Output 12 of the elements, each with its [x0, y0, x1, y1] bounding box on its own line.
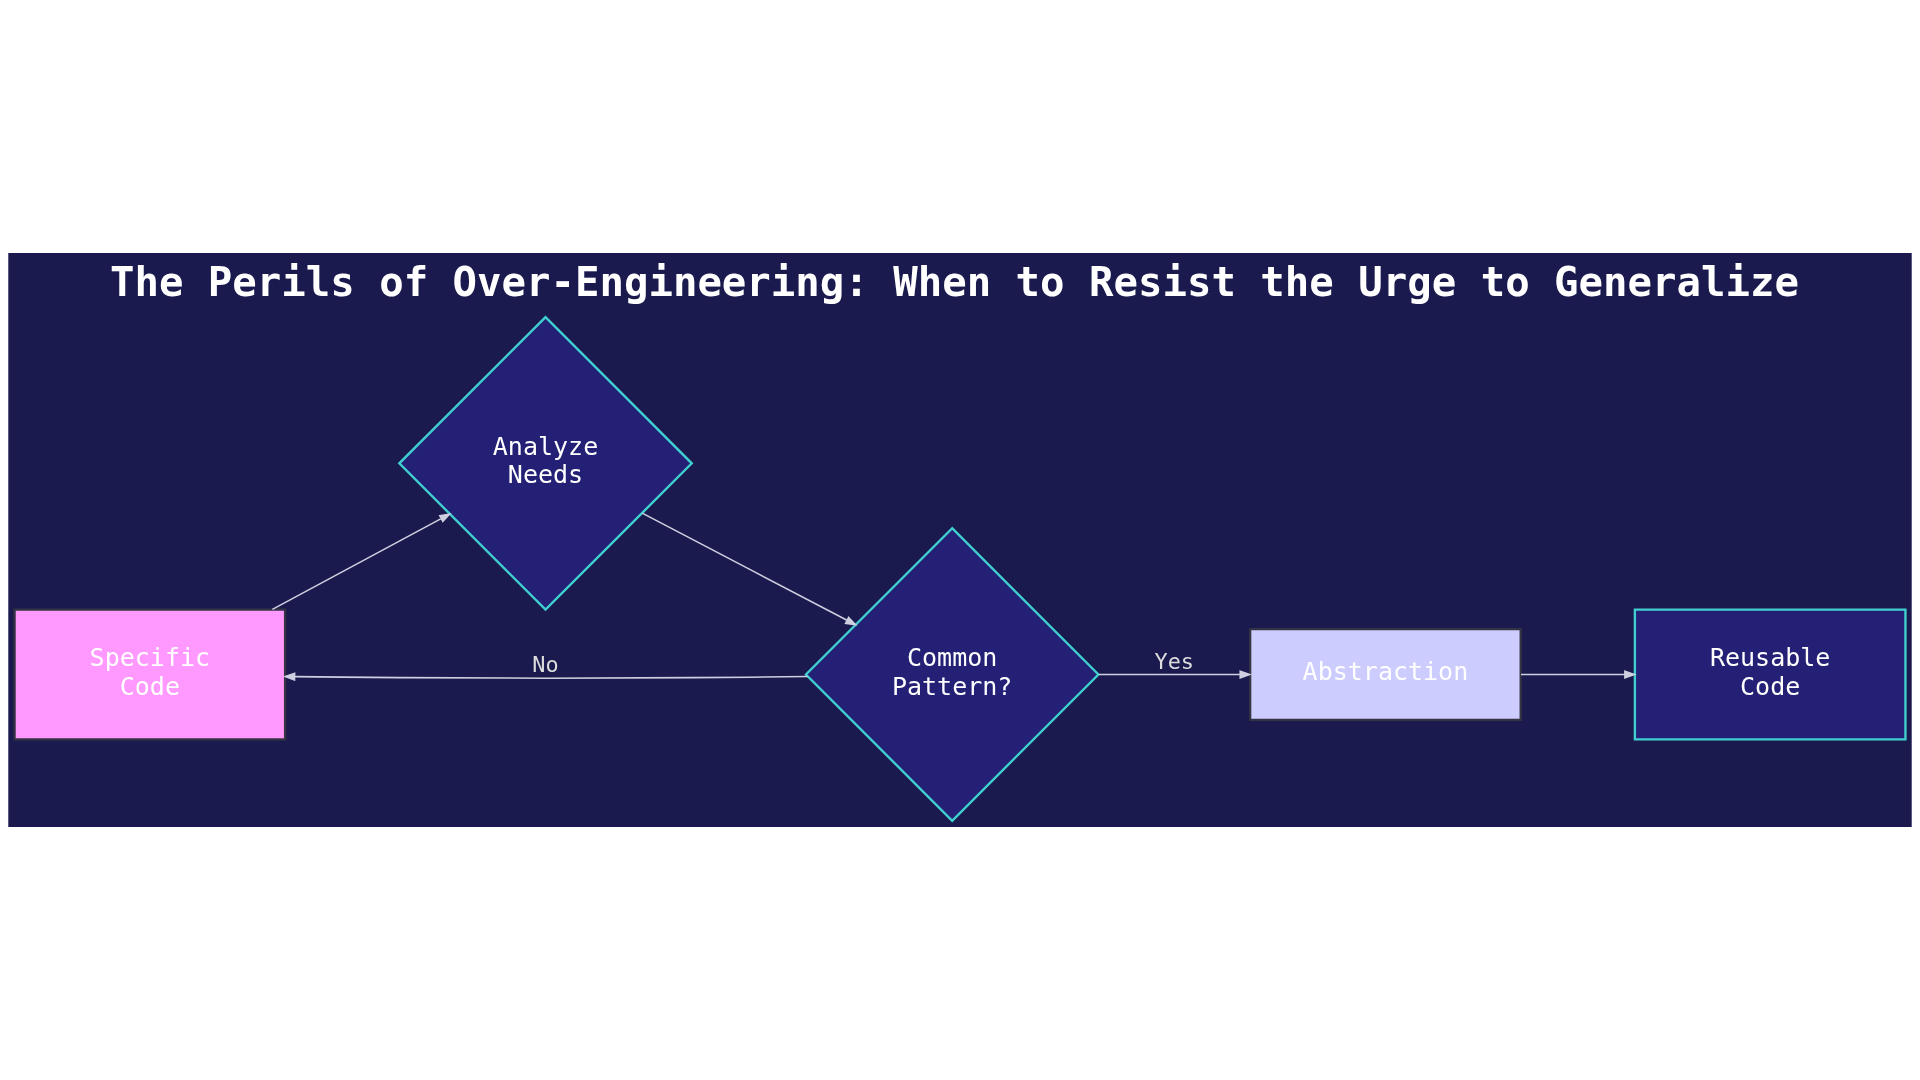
arrow — [1098, 670, 1252, 679]
diagram-title: The Perils of Over-Engineering: When to Resist the Urge to Generalize — [109, 258, 1799, 307]
edge-label: No — [532, 651, 559, 677]
arrow — [271, 513, 452, 611]
node-box: Reusable Code — [1633, 608, 1907, 741]
arrow — [641, 512, 858, 626]
arrow — [1520, 670, 1637, 679]
node-diamond: Analyze Needs — [397, 315, 694, 612]
node-diamond: Common Pattern? — [804, 526, 1101, 823]
node-box: Specific Code — [13, 608, 287, 741]
edge-label: Yes — [1154, 648, 1195, 674]
arrow — [282, 672, 809, 681]
